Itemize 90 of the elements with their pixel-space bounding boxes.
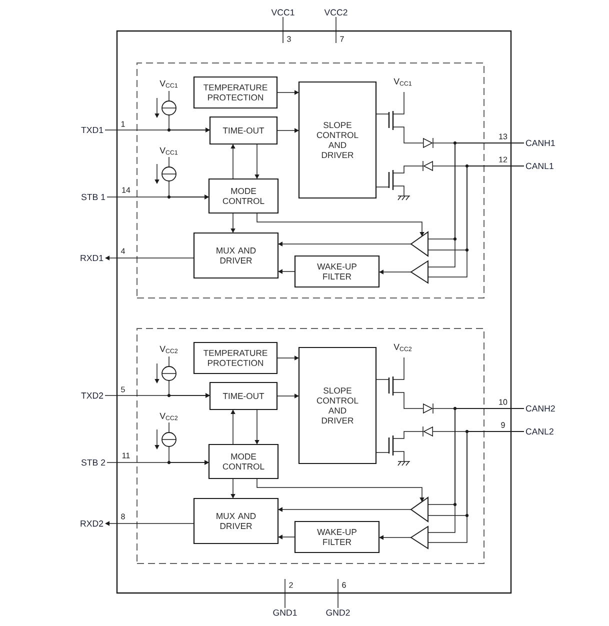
connector-line <box>428 142 524 268</box>
function-block: MODE CONTROL <box>208 444 279 480</box>
function-block: MUX AND DRIVER <box>193 232 279 279</box>
current-source-symbol <box>154 90 176 118</box>
arrow <box>168 114 210 132</box>
pin-number: 13 <box>498 133 508 140</box>
arrow <box>276 90 299 95</box>
connector-line <box>376 452 390 453</box>
supply-label: V$_{CC1}$ <box>394 78 412 86</box>
connector-line <box>428 408 524 533</box>
pin-label: CANH2 <box>526 405 555 412</box>
pin-label: GND2 <box>326 610 350 616</box>
function-block: WAKE-UP FILTER <box>294 520 380 554</box>
chip-outline <box>116 30 512 594</box>
arrow <box>230 144 236 180</box>
function-block: TIME-OUT <box>209 382 278 410</box>
supply-label: V$_{CC2}$ <box>394 344 412 352</box>
pin-number: 1 <box>120 120 126 128</box>
arrow <box>276 356 299 360</box>
pin-label: VCC2 <box>324 9 348 16</box>
current-source-symbol <box>154 422 176 450</box>
arrow <box>254 409 260 444</box>
pin-number: 8 <box>120 513 126 520</box>
pin-number: 9 <box>500 422 506 428</box>
pin-label: TXD2 <box>81 392 104 399</box>
pin-label: RXD2 <box>80 520 104 527</box>
arrow <box>256 478 424 502</box>
pin-number: 12 <box>498 156 508 163</box>
function-block: SLOPE CONTROL AND DRIVER <box>298 346 377 464</box>
pin-number: 10 <box>498 398 508 406</box>
supply-label: V$_{CC1}$ <box>160 147 178 155</box>
arrow <box>278 534 296 540</box>
supply-label: V$_{CC2}$ <box>160 412 178 420</box>
pin-label: VCC1 <box>271 9 294 16</box>
arrow <box>168 446 209 465</box>
function-block: TEMPERATURE PROTECTION <box>193 342 278 374</box>
arrow <box>230 478 236 498</box>
pin-number: 14 <box>120 186 132 194</box>
pin-number: 3 <box>286 36 292 42</box>
pin-number: 6 <box>341 582 347 588</box>
supply-label: V$_{CC1}$ <box>160 80 178 88</box>
pin-label: CANL2 <box>526 428 554 435</box>
arrow <box>379 535 412 540</box>
function-block: TEMPERATURE PROTECTION <box>193 76 278 109</box>
arrow <box>105 256 194 260</box>
dashed-outline <box>136 328 484 564</box>
pin-label: CANL1 <box>526 162 554 170</box>
arrow <box>278 269 296 274</box>
function-block: WAKE-UP FILTER <box>294 255 380 288</box>
current-source-symbol <box>154 356 176 384</box>
arrow <box>168 180 209 200</box>
pin-label: STB 2 <box>81 459 106 466</box>
pin-number: 11 <box>121 452 131 459</box>
arrow <box>256 212 424 236</box>
arrow <box>278 242 412 246</box>
pin-label: CANH1 <box>526 140 555 146</box>
function-block: SLOPE CONTROL AND DRIVER <box>298 81 377 199</box>
arrow <box>168 380 210 398</box>
arrow <box>276 394 299 398</box>
transistor-symbol <box>388 92 404 131</box>
pin-label: GND1 <box>273 610 297 616</box>
pin-number: 4 <box>120 248 126 254</box>
dashed-outline <box>136 62 484 298</box>
connector-line <box>376 186 390 188</box>
current-source-symbol <box>154 156 176 184</box>
connector-line <box>396 431 424 439</box>
pin-number: 5 <box>120 386 126 393</box>
pin-label: TXD1 <box>81 126 104 134</box>
connector-line <box>428 166 524 278</box>
pin-number: 7 <box>339 36 345 42</box>
pin-label: RXD1 <box>80 254 104 262</box>
arrow <box>105 521 194 526</box>
arrow <box>254 144 260 179</box>
connector-line <box>428 431 524 543</box>
function-block: MUX AND DRIVER <box>193 498 279 544</box>
transistor-symbol <box>388 357 404 396</box>
arrow <box>278 507 412 512</box>
arrow <box>379 270 412 274</box>
connector-line <box>376 379 390 380</box>
arrow <box>276 128 299 133</box>
supply-label: V$_{CC2}$ <box>160 346 178 354</box>
connector-line <box>284 578 286 608</box>
pin-label: STB 1 <box>81 194 106 200</box>
arrow <box>230 410 236 445</box>
pin-number: 2 <box>288 582 294 588</box>
connector-line <box>282 16 284 44</box>
function-block: MODE CONTROL <box>208 178 279 214</box>
function-block: TIME-OUT <box>209 116 278 145</box>
connector-line <box>396 166 424 174</box>
arrow <box>230 212 236 233</box>
